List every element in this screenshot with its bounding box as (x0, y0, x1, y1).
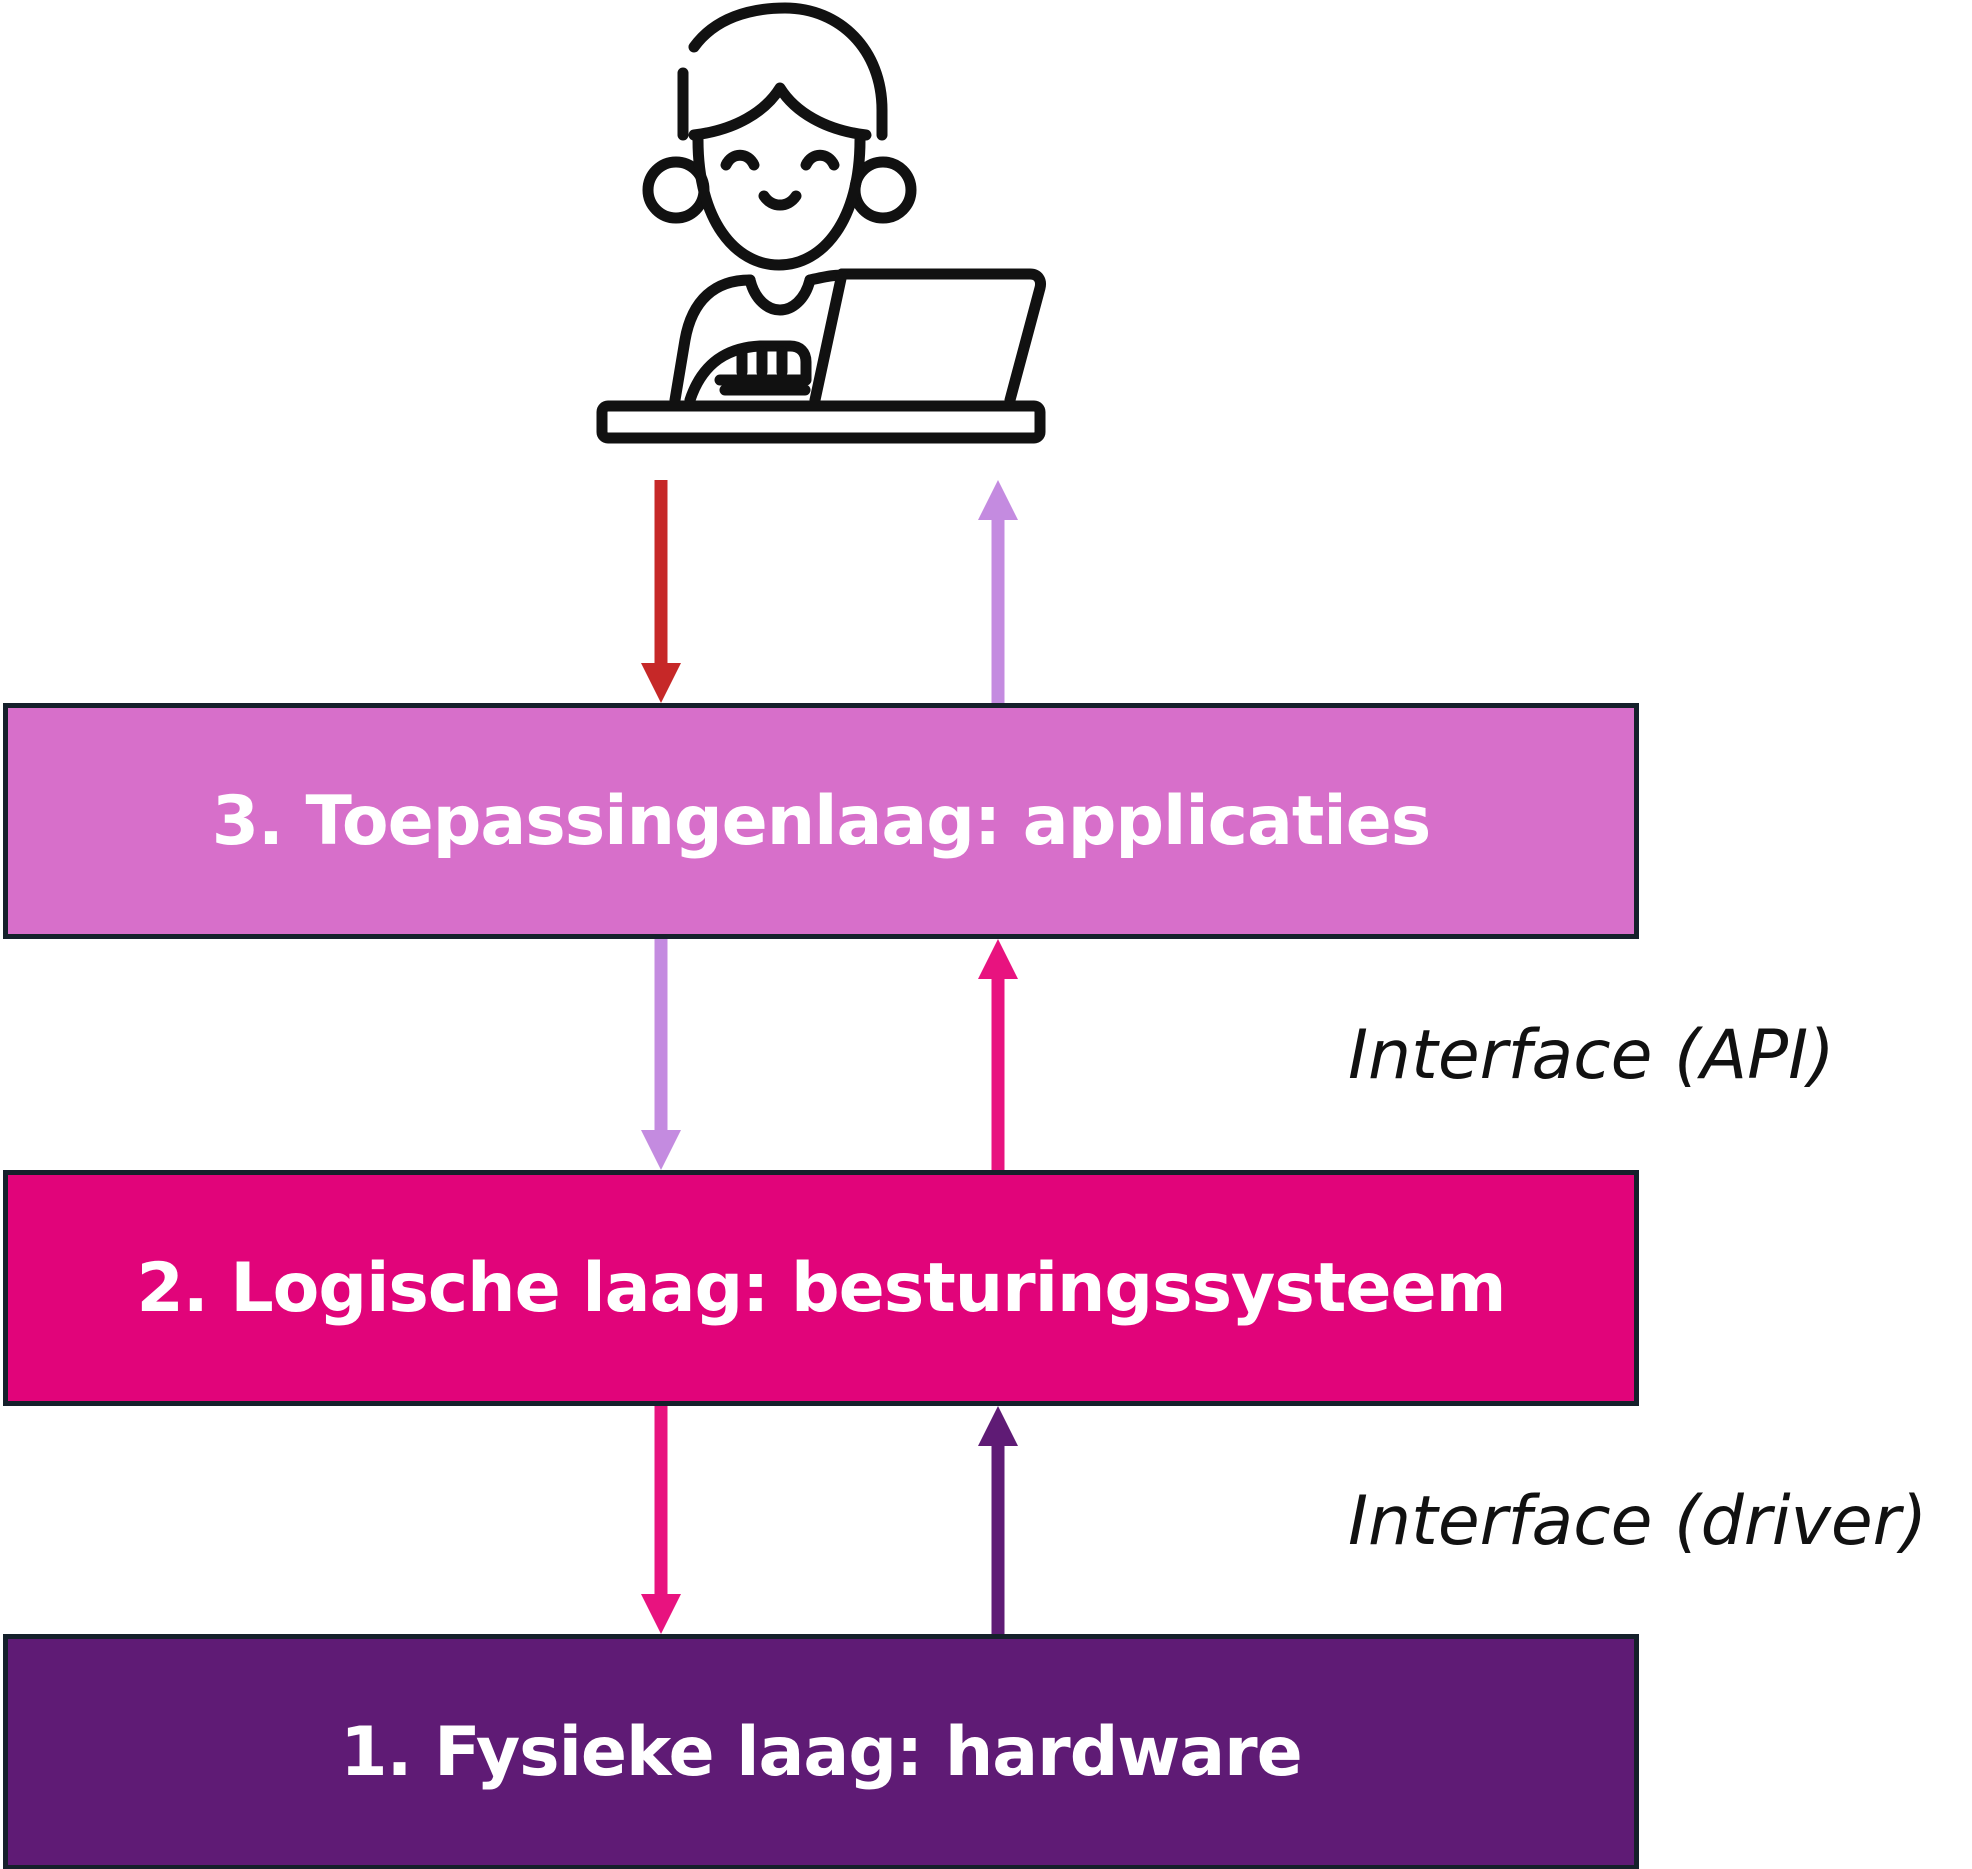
arrow-os-to-app (978, 939, 1018, 1170)
physical-layer-box: 1. Fysieke laag: hardware (3, 1634, 1639, 1869)
arrow-hardware-to-os (978, 1406, 1018, 1634)
interface-api-label: Interface (API) (1348, 1016, 1835, 1095)
arrow-app-to-os (641, 939, 681, 1170)
arrow-user-to-app (641, 480, 681, 703)
logical-layer-box: 2. Logische laag: besturingssysteem (3, 1170, 1639, 1406)
application-layer-label: 3. Toepassingenlaag: applicaties (211, 781, 1432, 861)
arrow-os-to-hardware (641, 1406, 681, 1634)
physical-layer-label: 1. Fysieke laag: hardware (340, 1712, 1302, 1792)
logical-layer-label: 2. Logische laag: besturingssysteem (136, 1248, 1507, 1328)
person-at-laptop-icon (596, 2, 1046, 444)
arrow-app-to-user (978, 480, 1018, 703)
application-layer-box: 3. Toepassingenlaag: applicaties (3, 703, 1639, 939)
interface-driver-label: Interface (driver) (1348, 1482, 1928, 1561)
